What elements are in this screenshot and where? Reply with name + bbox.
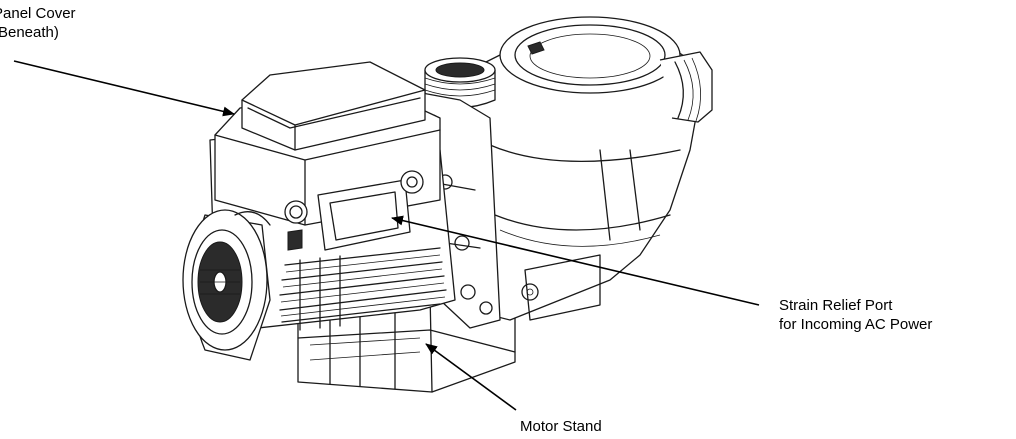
motor-stand-pointer (425, 343, 517, 411)
motor-stand-label-text: Motor Stand (520, 418, 602, 435)
panel-cover-label: Panel Cover (Beneath) (0, 4, 76, 42)
panel-cover-pointer (13, 60, 235, 117)
panel-cover-label-line2: (Beneath) (0, 24, 59, 41)
pump-housing (429, 16, 713, 321)
strain-relief-label-line1: Strain Relief Port (779, 297, 893, 314)
panel-cover-label-line1: Panel Cover (0, 5, 76, 22)
fan-cover (182, 209, 271, 361)
callout-pointers (13, 60, 760, 411)
strain-relief-pointer (391, 215, 760, 306)
strain-relief-ports (284, 170, 424, 251)
strain-relief-label-line2: for Incoming AC Power (779, 316, 933, 333)
strain-relief-label: Strain Relief Port for Incoming AC Power (779, 296, 932, 334)
motor-stand-label: Motor Stand (520, 417, 602, 436)
